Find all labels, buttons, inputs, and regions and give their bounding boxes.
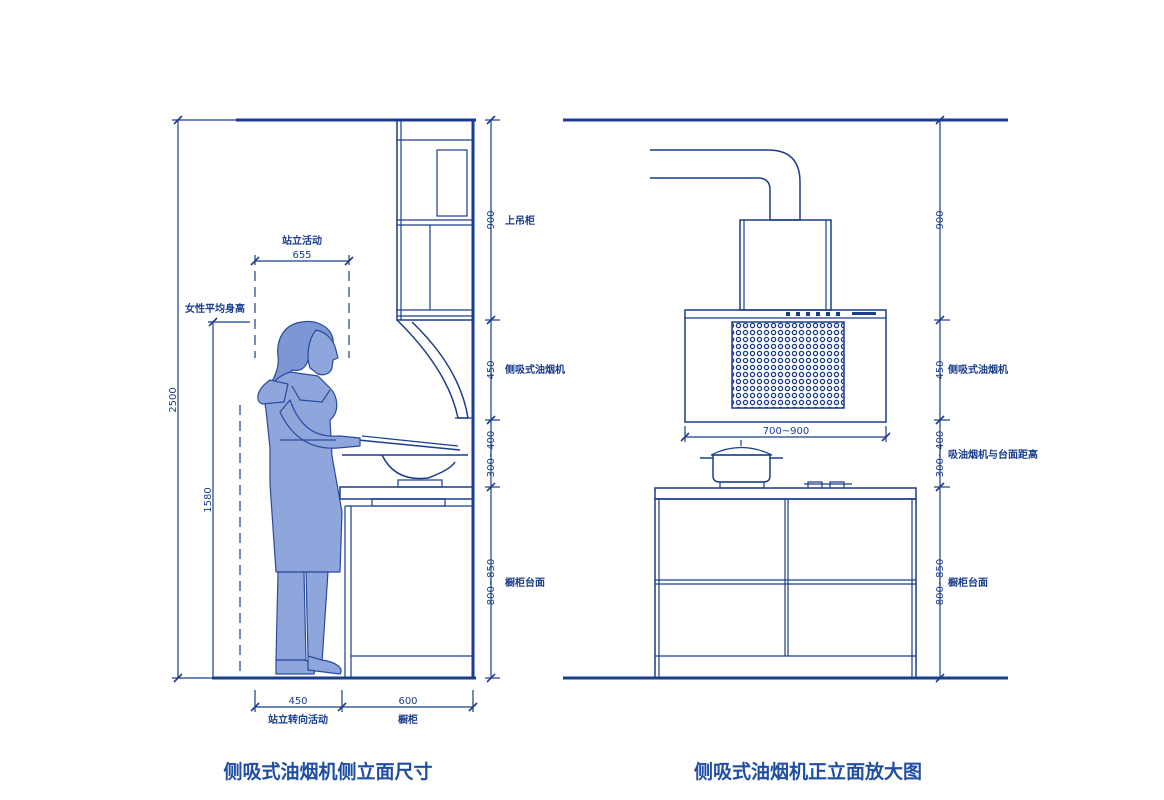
left-seg-counter: 800~850 [486,559,497,606]
right-seg-gap-label: 吸油烟机与台面距高 [948,448,1038,461]
left-caption: 侧吸式油烟机侧立面尺寸 [223,760,432,783]
left-seg-hood: 450 [486,360,497,379]
right-hood-width: 700~900 [763,426,810,437]
left-turn-activity-label: 站立转向活动 [268,713,328,726]
right-hood-chimney [739,219,832,311]
left-stand-activity-label: 站立活动 [282,234,322,247]
left-cabinet-depth: 600 [398,696,417,707]
right-seg-counter: 800~850 [935,559,946,606]
side-elevation [172,115,500,712]
right-seg-upper: 900 [935,210,946,229]
left-seg-upper-label: 上吊柜 [505,214,535,227]
left-turn-activity-width: 450 [288,696,307,707]
left-hood-profile [396,319,469,419]
left-stand-activity-width: 655 [292,250,311,261]
left-seg-gap: 300~400 [486,431,497,478]
right-seg-gap: 300~400 [935,431,946,478]
right-seg-hood: 450 [935,360,946,379]
left-cabinet-depth-label: 橱柜 [398,713,418,726]
right-caption: 侧吸式油烟机正立面放大图 [694,760,922,783]
left-wok [381,454,456,480]
left-countertop [339,486,474,500]
left-seg-hood-label: 侧吸式油烟机 [505,363,565,376]
right-countertop [654,487,917,500]
right-hood-body [684,309,887,423]
woman-figure [257,320,361,675]
left-dim-total-height: 2500 [168,387,179,412]
front-elevation [563,115,1008,683]
right-hood-grille [731,321,845,409]
right-pot [712,454,771,483]
left-seg-counter-label: 橱柜台面 [505,576,545,589]
right-seg-counter-label: 橱柜台面 [948,576,988,589]
left-person-height-label: 女性平均身高 [185,302,245,315]
right-seg-hood-label: 侧吸式油烟机 [948,363,1008,376]
right-hood-control-buttons [786,312,876,316]
left-seg-upper: 900 [486,210,497,229]
left-dim-person-height: 1580 [203,487,214,512]
right-exhaust-duct [650,149,801,221]
